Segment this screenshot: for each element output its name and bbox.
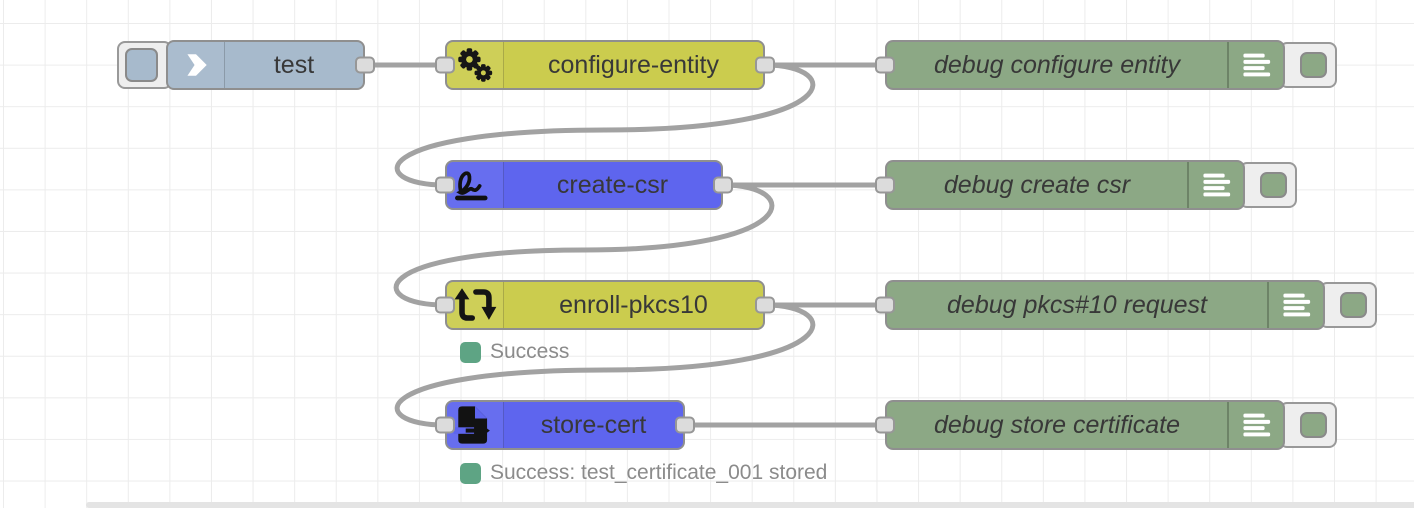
status-dot	[460, 462, 481, 484]
node-debug-store-certificate[interactable]: debug store certificate	[885, 400, 1285, 450]
node-create-csr[interactable]: create-csr	[445, 160, 723, 210]
debug-toggle-face[interactable]	[1300, 52, 1327, 78]
status-enroll-pkcs10: Success	[460, 340, 569, 364]
debug-toggle-pkcs10-request[interactable]	[1319, 282, 1377, 328]
node-label: debug configure entity	[933, 50, 1180, 79]
node-label: test	[273, 50, 315, 79]
node-label: enroll-pkcs10	[559, 290, 708, 319]
debug-toggle-face[interactable]	[1340, 292, 1367, 318]
inject-button[interactable]	[117, 41, 172, 89]
status-text: Success: test_certificate_001 stored	[490, 461, 828, 484]
gears-icon	[447, 42, 504, 88]
node-label: debug store certificate	[934, 410, 1180, 439]
horizontal-scrollbar[interactable]	[86, 502, 1414, 508]
node-debug-create-csr[interactable]: debug create csr	[885, 160, 1245, 210]
node-label: store-cert	[540, 410, 647, 439]
node-debug-configure-entity[interactable]: debug configure entity	[885, 40, 1285, 90]
node-debug-pkcs10-request[interactable]: debug pkcs#10 request	[885, 280, 1325, 330]
list-icon	[1267, 282, 1323, 328]
debug-toggle-configure-entity[interactable]	[1279, 42, 1337, 88]
list-icon	[1227, 42, 1283, 88]
sync-arrows-icon	[447, 282, 504, 328]
status-dot	[460, 341, 481, 363]
inject-arrow-icon	[168, 42, 225, 88]
list-icon	[1187, 162, 1243, 208]
node-label: create-csr	[556, 170, 669, 199]
node-label: configure-entity	[548, 50, 719, 79]
status-store-cert: Success: test_certificate_001 stored	[460, 461, 827, 485]
node-label: debug pkcs#10 request	[947, 290, 1207, 319]
file-export-icon	[447, 402, 504, 448]
debug-toggle-create-csr[interactable]	[1239, 162, 1297, 208]
node-enroll-pkcs10[interactable]: enroll-pkcs10	[445, 280, 765, 330]
status-text: Success	[490, 340, 570, 363]
signature-icon	[447, 162, 504, 208]
node-inject-test[interactable]: test	[166, 40, 365, 90]
debug-toggle-face[interactable]	[1300, 412, 1327, 438]
node-configure-entity[interactable]: configure-entity	[445, 40, 765, 90]
debug-toggle-face[interactable]	[1260, 172, 1287, 198]
inject-button-face[interactable]	[125, 48, 158, 82]
debug-toggle-store-certificate[interactable]	[1279, 402, 1337, 448]
node-label: debug create csr	[943, 170, 1131, 199]
node-store-cert[interactable]: store-cert	[445, 400, 685, 450]
list-icon	[1227, 402, 1283, 448]
